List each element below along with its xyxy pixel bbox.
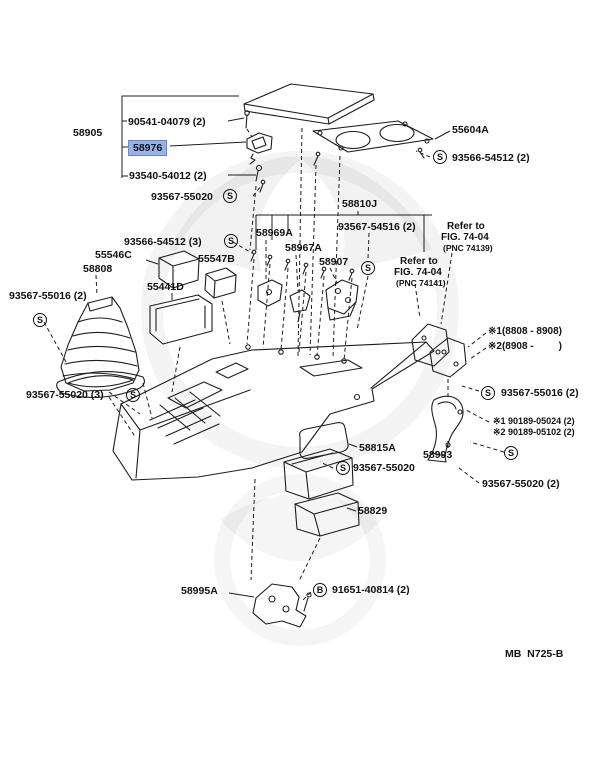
label-90541-04079: 90541-04079 (2) bbox=[128, 116, 206, 128]
label-58969A: 58969A bbox=[256, 227, 293, 239]
label-58905: 58905 bbox=[73, 127, 103, 139]
refer-fig7404-b-line3: (PNC 74141) bbox=[396, 278, 446, 288]
label-93567-55020-x3: 93567-55020 (3) bbox=[26, 389, 104, 401]
label-93567-55020-x2: 93567-55020 (2) bbox=[482, 478, 560, 490]
label-93567-55016-right: 93567-55016 (2) bbox=[501, 387, 579, 399]
refer-fig7404-a-line2: FIG. 74-04 bbox=[441, 232, 489, 243]
label-58995A: 58995A bbox=[181, 585, 218, 597]
note-range-2: ※2(8908 - ) bbox=[488, 341, 562, 352]
label-55604A: 55604A bbox=[452, 124, 489, 136]
screw-symbol: S bbox=[336, 461, 350, 475]
screw-symbol: S bbox=[433, 150, 447, 164]
label-55441D: 55441D bbox=[147, 281, 184, 293]
screw-symbol: S bbox=[33, 313, 47, 327]
refer-fig7404-b-line2: FIG. 74-04 bbox=[394, 267, 442, 278]
screw-symbol: S bbox=[126, 388, 140, 402]
label-58810J: 58810J bbox=[342, 198, 378, 210]
label-93567-55016-left: 93567-55016 (2) bbox=[9, 290, 87, 302]
sheet-code: MB N725-B bbox=[505, 648, 564, 660]
label-55547B: 55547B bbox=[198, 253, 235, 265]
refer-fig7404-b-line1: Refer to bbox=[400, 256, 438, 267]
bolt-symbol: B bbox=[313, 583, 327, 597]
screw-symbol: S bbox=[361, 261, 375, 275]
label-58967A: 58967A bbox=[285, 242, 322, 254]
label-93567-55020-mid: 93567-55020 bbox=[353, 462, 415, 474]
label-93566-54512-x3: 93566-54512 (3) bbox=[124, 236, 202, 248]
screw-symbol: S bbox=[224, 234, 238, 248]
label-93567-55020-top: 93567-55020 bbox=[151, 191, 213, 203]
label-58907: 58907 bbox=[319, 256, 349, 268]
label-91651-40814: 91651-40814 (2) bbox=[332, 584, 410, 596]
label-58976[interactable]: 58976 bbox=[128, 140, 168, 157]
screw-symbol: S bbox=[223, 189, 237, 203]
label-93540-54012: 93540-54012 (2) bbox=[129, 170, 207, 182]
label-93567-54516: 93567-54516 (2) bbox=[338, 221, 416, 233]
refer-fig7404-a-line1: Refer to bbox=[447, 221, 485, 232]
label-58808: 58808 bbox=[83, 263, 113, 275]
refer-fig7404-a-line3: (PNC 74139) bbox=[443, 243, 493, 253]
screw-symbol: S bbox=[481, 386, 495, 400]
label-58815A: 58815A bbox=[359, 442, 396, 454]
screw-symbol: S bbox=[504, 446, 518, 460]
note-90189-05024: ※1 90189-05024 (2) bbox=[493, 416, 575, 426]
label-58829: 58829 bbox=[358, 505, 388, 517]
note-range-1: ※1(8808 - 8908) bbox=[488, 326, 562, 337]
label-93566-54512-x2: 93566-54512 (2) bbox=[452, 152, 530, 164]
label-55546C: 55546C bbox=[95, 249, 132, 261]
label-58993: 58993 bbox=[423, 449, 453, 461]
note-90189-05102: ※2 90189-05102 (2) bbox=[493, 427, 575, 437]
